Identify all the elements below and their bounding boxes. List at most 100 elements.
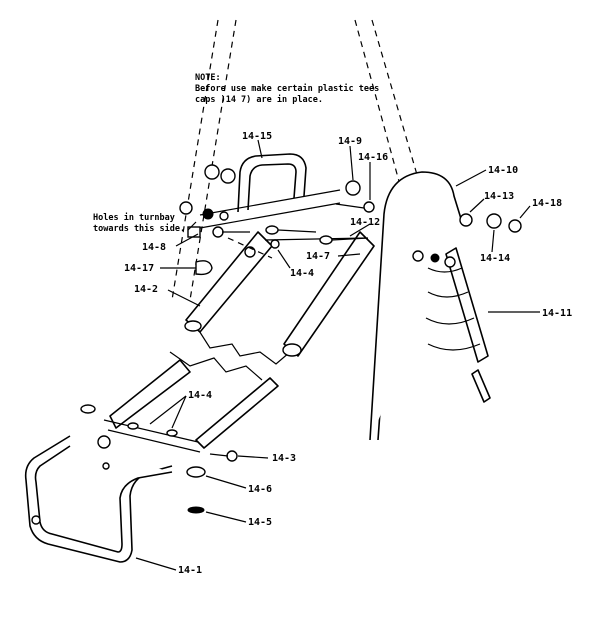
slide-lower-fastener-1 <box>127 422 139 430</box>
ladder-step-4 <box>427 343 481 351</box>
label-14-12: 14-12 <box>350 217 380 228</box>
ladder-step-2 <box>427 291 469 298</box>
leader-holes-note <box>187 221 197 231</box>
slide-rail-end-cap-left <box>184 320 202 332</box>
tee-cap-14-17 <box>195 260 213 276</box>
label-14-7: 14-7 <box>306 251 330 262</box>
label-14-15: 14-15 <box>242 131 272 142</box>
leader-14-12 <box>349 223 371 237</box>
label-14-16: 14-16 <box>358 152 388 163</box>
note-title: NOTE: <box>195 73 221 83</box>
tee-cap-14-9 <box>345 180 361 196</box>
label-14-4-lower: 14-4 <box>188 390 212 401</box>
leader-14-15 <box>257 139 263 159</box>
nut-14-4 <box>270 239 280 249</box>
frame-leg-left-outer <box>171 19 219 301</box>
slide-left-rail <box>185 231 273 333</box>
label-14-14: 14-14 <box>480 253 510 264</box>
label-14-9: 14-9 <box>338 136 362 147</box>
label-14-18: 14-18 <box>532 198 562 209</box>
bolt-14-12-shank-left <box>277 229 317 233</box>
cross-bar-top <box>199 189 341 216</box>
turnbay-note-line-1: Holes in turnbay <box>93 212 175 223</box>
slide-lower-crossbar-edge <box>107 429 201 453</box>
bolt-14-12-head-left <box>265 225 279 235</box>
screw-base-left <box>102 462 110 470</box>
slide-rail-end-cap <box>282 343 302 357</box>
slide-top-edge <box>264 237 367 241</box>
bolt-14-3 <box>226 450 238 462</box>
label-14-10: 14-10 <box>488 165 518 176</box>
label-14-11: 14-11 <box>542 308 572 319</box>
part-labels: 14-15 14-9 14-16 14-10 14-13 14-18 14-14… <box>124 131 572 576</box>
label-14-13: 14-13 <box>484 191 514 202</box>
label-14-6: 14-6 <box>248 484 272 495</box>
slide-break-line-bottom <box>169 351 263 381</box>
leader-14-4b-2 <box>171 395 187 429</box>
leader-14-1 <box>135 557 177 571</box>
tee-cap-14-15b <box>220 168 236 184</box>
screw-14-5 <box>187 506 205 514</box>
nut-left-1 <box>179 201 193 215</box>
label-14-5: 14-5 <box>248 517 272 528</box>
ladder-rail-left-outer <box>369 171 463 441</box>
tee-cap-14-14 <box>486 213 502 229</box>
washer-14-16 <box>363 201 375 213</box>
bolt-14-12-shank <box>331 237 369 241</box>
ladder-rail-right-foot <box>471 369 491 403</box>
leader-14-5 <box>205 511 247 523</box>
bolt-14-16-shank <box>335 203 365 209</box>
frame-leg-left-inner <box>189 19 237 301</box>
nut-14-7b <box>444 256 456 268</box>
leader-14-8 <box>175 233 199 247</box>
assembly-note: NOTE: Before use make certain plastic te… <box>195 73 379 105</box>
base-frame <box>24 435 173 563</box>
turnbay-note-line-2: towards this side. <box>93 223 185 234</box>
turnbay-bracket <box>187 226 201 238</box>
leader-14-7 <box>337 253 361 257</box>
slide-lower-section <box>80 359 279 453</box>
ladder-rail-right <box>445 247 489 363</box>
slide-lower-left-rail <box>109 359 191 429</box>
tee-cap-14-15a <box>204 164 220 180</box>
leader-14-3 <box>237 455 269 459</box>
slide-lower-crossbar <box>103 419 199 443</box>
leader-14-9 <box>349 145 354 181</box>
label-14-2: 14-2 <box>134 284 158 295</box>
nut-14-7a <box>412 250 424 262</box>
leader-14-10 <box>455 169 487 187</box>
label-14-4-upper: 14-4 <box>290 268 314 279</box>
leader-14-4b-1 <box>149 395 187 425</box>
ladder-step-1 <box>427 267 463 273</box>
slide-lower-bolt-head <box>80 404 96 414</box>
hardware-parts <box>97 164 522 514</box>
frame-leg-right-outer <box>371 19 421 186</box>
alignment-line-14-4 <box>227 237 273 259</box>
base-frame-hole <box>31 515 41 525</box>
washer-14-7 <box>430 253 440 263</box>
leader-14-2 <box>167 289 201 307</box>
leader-14-14 <box>491 229 495 253</box>
slide-lower-right-rail <box>195 377 279 449</box>
washer-14-6 <box>186 466 206 478</box>
label-14-3: 14-3 <box>272 453 296 464</box>
bolt-14-8-head <box>212 226 224 238</box>
label-14-17: 14-17 <box>124 263 154 274</box>
nut-14-13 <box>459 213 473 227</box>
washer-left-1 <box>202 208 214 220</box>
label-14-1: 14-1 <box>178 565 202 576</box>
bolt-14-3-shank <box>209 453 229 457</box>
slide-lower-fastener-2 <box>166 429 178 437</box>
note-line-1: Before use make certain plastic tees <box>195 83 379 94</box>
slide-bed <box>169 231 375 381</box>
slide-right-rail <box>283 231 375 357</box>
note-line-2: caps )14 7) are in place. <box>195 94 323 105</box>
ladder-step-3 <box>425 317 475 325</box>
leader-lines <box>135 139 540 571</box>
top-handle-bar <box>199 153 341 229</box>
leader-14-13 <box>469 198 485 213</box>
base-frame-tube-inner <box>34 445 173 553</box>
bolt-14-12-head <box>319 235 333 245</box>
leader-14-4a <box>277 249 291 269</box>
